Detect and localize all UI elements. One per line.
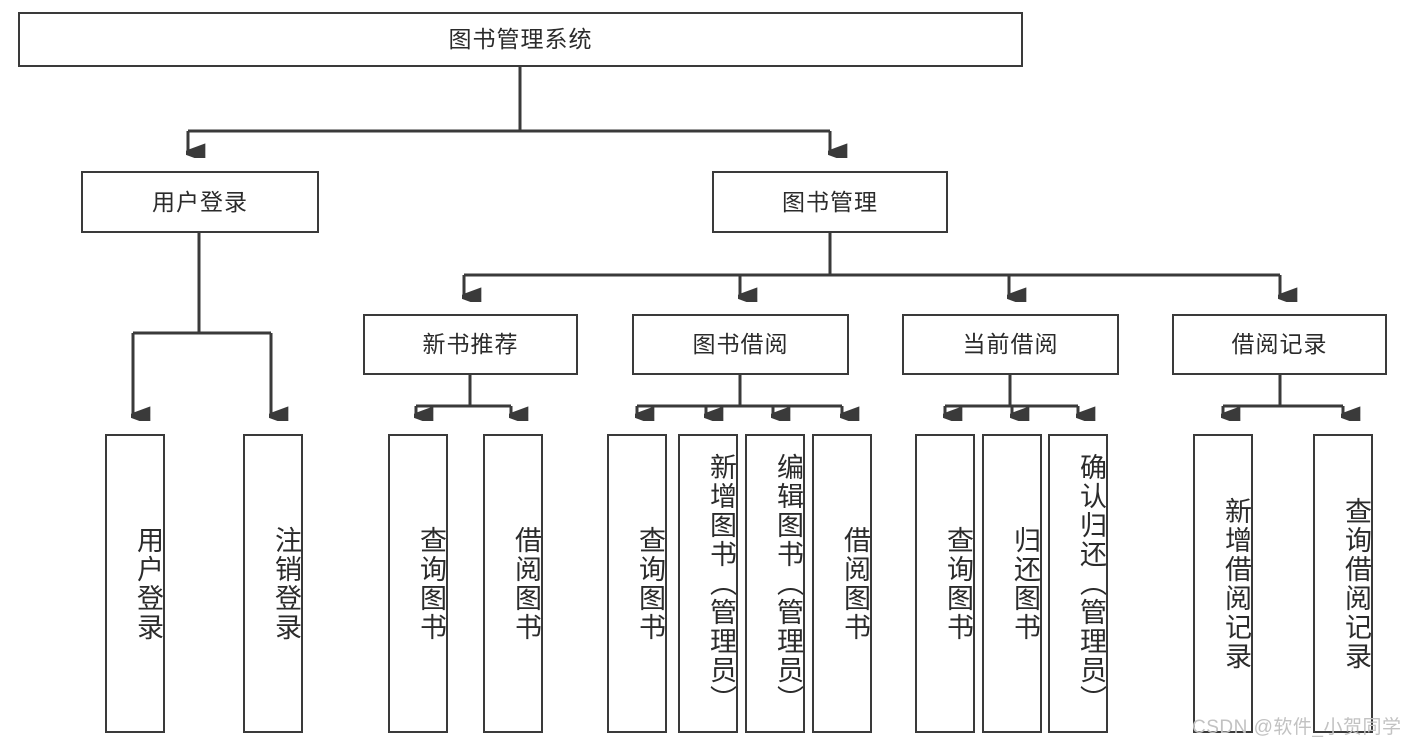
node-leaf-query-record[interactable]: 查询借阅记录 xyxy=(1313,434,1373,733)
node-book-borrow[interactable]: 图书借阅 xyxy=(632,314,849,375)
node-leaf-add-record[interactable]: 新增借阅记录 xyxy=(1193,434,1253,733)
node-leaf-borrow-book-label: 借阅图书 xyxy=(840,525,870,642)
csdn-watermark: CSDN @软件_小贺同学 xyxy=(1192,717,1402,738)
node-leaf-borrow-book[interactable]: 借阅图书 xyxy=(812,434,872,733)
node-leaf-add-book[interactable]: 新增图书（管理员） xyxy=(678,434,738,733)
node-leaf-user-login[interactable]: 用户登录 xyxy=(105,434,165,733)
node-leaf-confirm-return[interactable]: 确认归还（管理员） xyxy=(1048,434,1108,733)
node-new-book-recommend-label: 新书推荐 xyxy=(422,331,519,358)
node-leaf-confirm-return-label: 确认归还（管理员） xyxy=(1076,453,1106,714)
node-root-label: 图书管理系统 xyxy=(448,26,593,53)
node-leaf-query-book-cur[interactable]: 查询图书 xyxy=(915,434,975,733)
node-leaf-query-book-rec-label: 查询图书 xyxy=(416,525,446,642)
node-leaf-user-login-label: 用户登录 xyxy=(133,525,163,642)
node-current-borrow-label: 当前借阅 xyxy=(962,331,1059,358)
node-root[interactable]: 图书管理系统 xyxy=(18,12,1023,67)
node-user-login-label: 用户登录 xyxy=(152,188,248,215)
node-leaf-query-book-rec[interactable]: 查询图书 xyxy=(388,434,448,733)
node-leaf-query-book-borrow-label: 查询图书 xyxy=(635,525,665,642)
node-user-login[interactable]: 用户登录 xyxy=(81,171,319,233)
node-book-manage[interactable]: 图书管理 xyxy=(712,171,948,233)
node-leaf-add-record-label: 新增借阅记录 xyxy=(1221,496,1251,671)
node-leaf-edit-book-label: 编辑图书（管理员） xyxy=(773,453,803,714)
node-leaf-logout[interactable]: 注销登录 xyxy=(243,434,303,733)
node-book-manage-label: 图书管理 xyxy=(782,188,878,215)
node-leaf-return-book-label: 归还图书 xyxy=(1010,525,1040,642)
node-leaf-edit-book[interactable]: 编辑图书（管理员） xyxy=(745,434,805,733)
node-leaf-logout-label: 注销登录 xyxy=(271,525,301,642)
node-new-book-recommend[interactable]: 新书推荐 xyxy=(363,314,578,375)
node-leaf-query-book-cur-label: 查询图书 xyxy=(943,525,973,642)
node-leaf-borrow-book-rec-label: 借阅图书 xyxy=(511,525,541,642)
node-leaf-borrow-book-rec[interactable]: 借阅图书 xyxy=(483,434,543,733)
node-leaf-query-record-label: 查询借阅记录 xyxy=(1341,496,1371,671)
node-borrow-record[interactable]: 借阅记录 xyxy=(1172,314,1387,375)
node-book-borrow-label: 图书借阅 xyxy=(692,331,789,358)
node-borrow-record-label: 借阅记录 xyxy=(1231,331,1328,358)
node-leaf-add-book-label: 新增图书（管理员） xyxy=(706,453,736,714)
node-leaf-return-book[interactable]: 归还图书 xyxy=(982,434,1042,733)
node-current-borrow[interactable]: 当前借阅 xyxy=(902,314,1119,375)
node-leaf-query-book-borrow[interactable]: 查询图书 xyxy=(607,434,667,733)
